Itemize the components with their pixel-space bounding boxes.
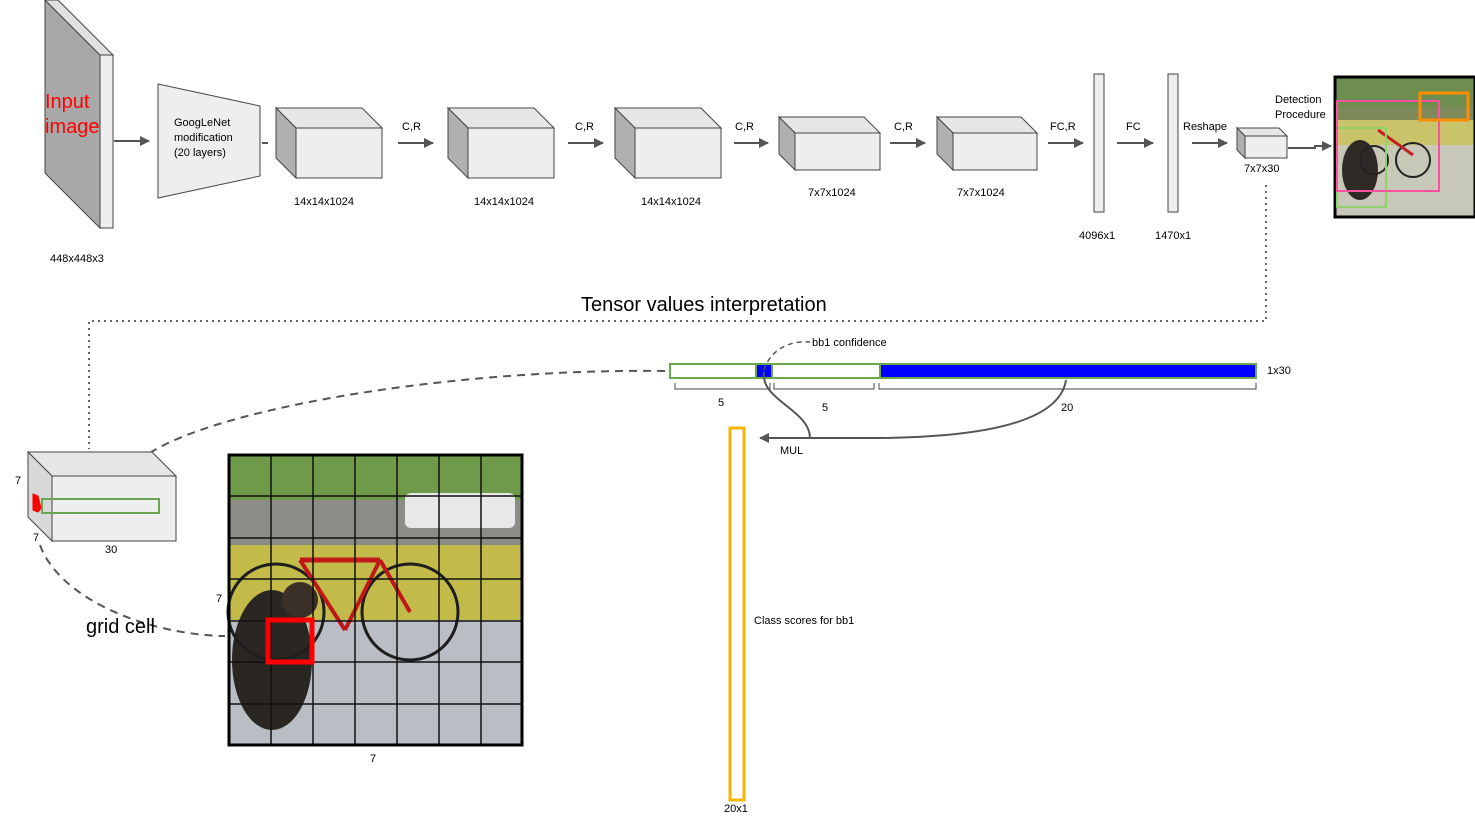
arrow-6-label: FC: [1126, 121, 1141, 133]
conv-block-3: [613, 106, 723, 180]
brace-seg2: [773, 383, 875, 390]
grid-cell-highlight: [265, 617, 315, 665]
mul-curve-confidence: [762, 371, 811, 439]
cube-dim2: 7: [33, 532, 39, 544]
arrow-7-label: Reshape: [1183, 121, 1227, 133]
vector-seg3-label: 20: [1061, 402, 1073, 414]
output-tensor-cube: [1235, 126, 1289, 160]
vector-size: 1x30: [1267, 365, 1291, 377]
cube-dim1: 7: [15, 475, 21, 487]
googlenet-line2: modification: [174, 132, 233, 144]
brace-seg3: [878, 383, 1257, 390]
fc-layer-2-size: 1470x1: [1155, 230, 1191, 242]
grid-cols-label: 7: [370, 753, 376, 765]
cube-slice: [41, 498, 160, 514]
fc-layer-1: [1093, 73, 1105, 213]
grid-photo-border: [227, 453, 524, 747]
grid-cell-label: grid cell: [86, 616, 155, 638]
cube-to-gridcell-connector: [39, 544, 226, 637]
tensor-vector: [669, 363, 1257, 379]
grid-lines: [229, 455, 522, 745]
bb1-confidence-label: bb1 confidence: [812, 337, 887, 349]
car-bbox: [1418, 91, 1470, 122]
mul-curve-classes: [759, 379, 1067, 443]
cube-dim3: 30: [105, 544, 117, 556]
conv-block-1: [274, 106, 384, 180]
class-scores-vector: [728, 426, 746, 802]
googlenet-block: [157, 83, 261, 199]
input-size-label: 448x448x3: [50, 253, 104, 265]
conv-block-4-size: 7x7x1024: [808, 187, 856, 199]
conv-block-3-size: 14x14x1024: [641, 196, 701, 208]
arrow-2-label: C,R: [575, 121, 594, 133]
arrow-5-label: FC,R: [1050, 121, 1076, 133]
grid-photo: [226, 455, 522, 745]
tensor-cube: [26, 450, 178, 543]
mul-label: MUL: [780, 445, 803, 457]
conv-block-2: [446, 106, 556, 180]
conv-block-2-size: 14x14x1024: [474, 196, 534, 208]
arrow-3-label: C,R: [735, 121, 754, 133]
fc-layer-2: [1167, 73, 1179, 213]
conv-block-5-size: 7x7x1024: [957, 187, 1005, 199]
input-label-line1: Input: [45, 91, 90, 113]
grid-rows-label: 7: [216, 593, 222, 605]
arrow-4-label: C,R: [894, 121, 913, 133]
bb1-confidence-connector: [763, 341, 811, 371]
conv-block-5: [935, 115, 1039, 172]
detection-line2: Procedure: [1275, 109, 1326, 121]
arrow-detection: [1288, 141, 1332, 151]
class-scores-label: Class scores for bb1: [754, 615, 854, 627]
googlenet-line3: (20 layers): [174, 147, 226, 159]
googlenet-line1: GoogLeNet: [174, 117, 230, 129]
vector-seg2-label: 5: [822, 402, 828, 414]
arrow-1-label: C,R: [402, 121, 421, 133]
conv-block-1-size: 14x14x1024: [294, 196, 354, 208]
detection-line1: Detection: [1275, 94, 1321, 106]
vector-seg1-label: 5: [718, 397, 724, 409]
brace-seg1: [674, 383, 771, 390]
vector-to-cube-connector: [139, 369, 666, 461]
input-label-line2: image: [45, 116, 99, 138]
dotted-connector: [88, 185, 1267, 449]
fc-layer-1-size: 4096x1: [1079, 230, 1115, 242]
input-image-slab: [44, 0, 115, 230]
conv-block-4: [777, 115, 882, 172]
detection-result-image: [1333, 75, 1475, 219]
bicycle-bbox: [1336, 100, 1440, 192]
tensor-title: Tensor values interpretation: [581, 294, 827, 316]
class-scores-size: 20x1: [724, 803, 748, 815]
output-size: 7x7x30: [1244, 163, 1279, 175]
cube-grid-cell: [32, 493, 42, 513]
